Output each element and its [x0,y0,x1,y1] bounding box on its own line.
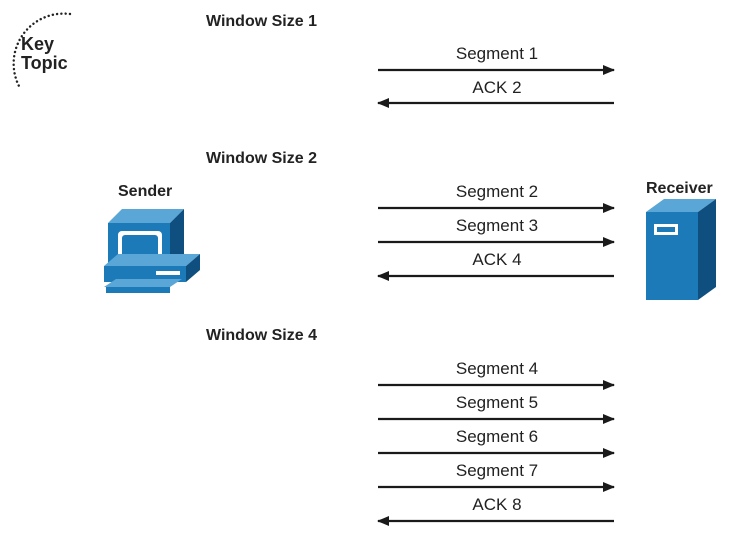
message-label: Segment 7 [456,461,538,480]
window-group-4: Window Size 4 Segment 4 Segment 5 Segmen… [206,327,615,526]
sender-label: Sender [118,183,172,200]
message-label: Segment 1 [456,44,538,63]
window-group-1: Window Size 1 Segment 1 ACK 2 [206,13,615,108]
key-topic-line1: Key [21,34,54,54]
window-size-4-label: Window Size 4 [206,327,317,344]
message-label: Segment 6 [456,427,538,446]
message-label: ACK 2 [472,78,521,97]
message-label: ACK 4 [472,250,521,269]
receiver-label: Receiver [646,180,713,197]
key-topic-badge: Key Topic [12,12,72,90]
message-label: Segment 5 [456,393,538,412]
message-label: Segment 3 [456,216,538,235]
message-label: Segment 2 [456,182,538,201]
window-group-2: Window Size 2 Segment 2 Segment 3 ACK 4 [206,150,615,281]
receiver-server-icon [646,199,716,300]
message-label: Segment 4 [456,359,538,378]
key-topic-line2: Topic [21,53,68,73]
dotted-arc-icon [12,12,72,90]
window-size-1-label: Window Size 1 [206,13,317,30]
message-label: ACK 8 [472,495,521,514]
window-size-2-label: Window Size 2 [206,150,317,167]
sender-computer-icon [104,209,200,293]
